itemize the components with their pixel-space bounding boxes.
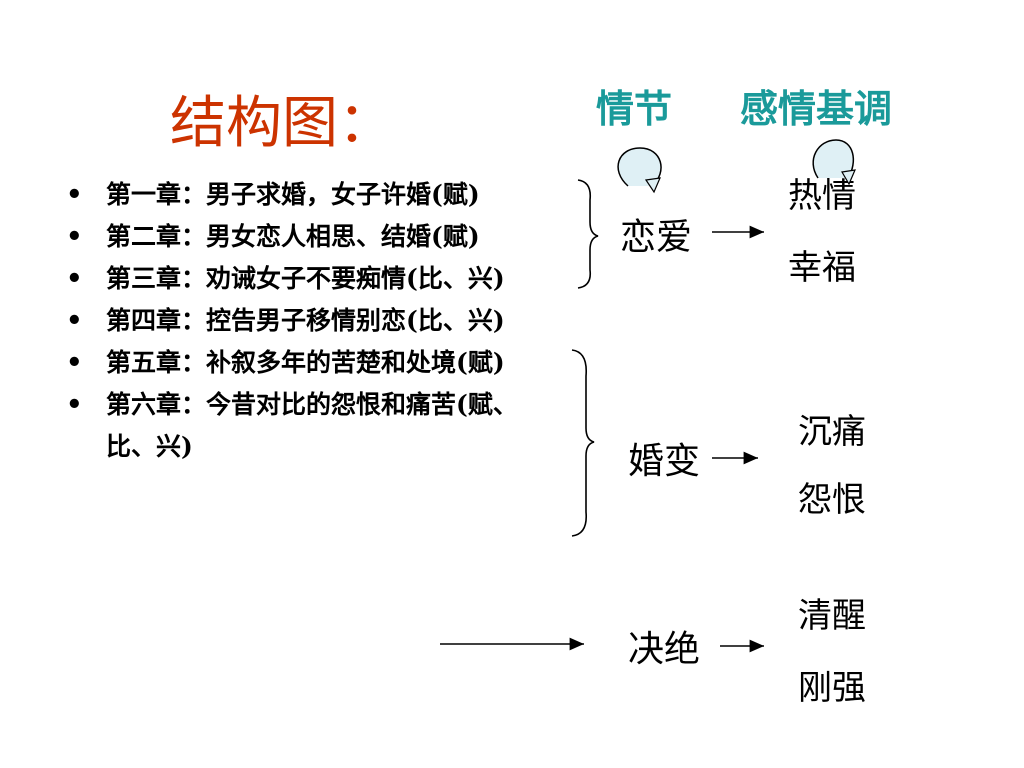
chapter-item-3: 第三章：劝诫女子不要痴情(比、兴) — [66, 258, 556, 300]
brace-love — [577, 179, 599, 289]
brace-marriage-change — [571, 349, 595, 537]
tone-change-2: 怨恨 — [798, 480, 866, 520]
stage-marriage-change: 婚变 — [628, 441, 701, 482]
chapter-item-5: 第五章：补叙多年的苦楚和处境(赋) — [66, 342, 556, 384]
tone-break-1: 清醒 — [798, 596, 866, 636]
chapter-item-6: 第六章：今昔对比的怨恨和痛苦(赋、比、兴) — [66, 384, 556, 468]
tone-love-1: 热情 — [788, 176, 856, 216]
curved-arrow-icon-tone — [812, 139, 856, 186]
tone-column-header: 感情基调 — [740, 86, 893, 131]
chapter-item-1: 第一章：男子求婚，女子许婚(赋) — [66, 174, 556, 216]
stage-love: 恋爱 — [620, 217, 693, 258]
curved-arrow-icon-plot — [617, 147, 662, 194]
chapter-list: 第一章：男子求婚，女子许婚(赋) 第二章：男女恋人相思、结婚(赋) 第三章：劝诫… — [66, 174, 556, 468]
chapter-item-2: 第二章：男女恋人相思、结婚(赋) — [66, 216, 556, 258]
tone-love-2: 幸福 — [788, 248, 856, 288]
slide-title: 结构图： — [170, 91, 394, 156]
tone-break-2: 刚强 — [798, 668, 866, 708]
stage-break: 决绝 — [628, 629, 701, 670]
tone-change-1: 沉痛 — [798, 412, 866, 452]
chapter-item-4: 第四章：控告男子移情别恋(比、兴) — [66, 300, 556, 342]
plot-column-header: 情节 — [596, 86, 673, 131]
